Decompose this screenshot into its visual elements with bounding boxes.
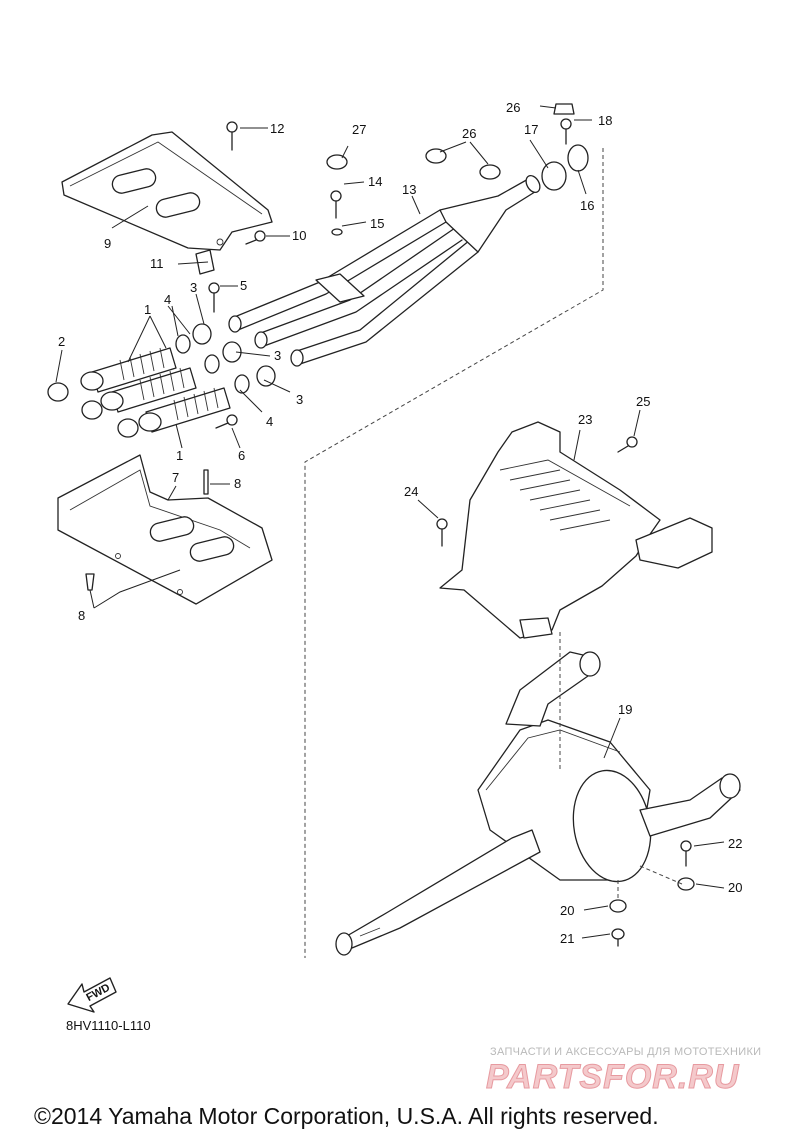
- callout-21: 21: [560, 931, 574, 946]
- assembly-boundary: [304, 148, 604, 958]
- bolt-24: [436, 518, 448, 547]
- grommet-20b: [609, 899, 627, 913]
- callout-12: 12: [270, 121, 284, 136]
- callout-13: 13: [402, 182, 416, 197]
- callout-25: 25: [636, 394, 650, 409]
- bolt-5: [208, 282, 220, 313]
- callout-24: 24: [404, 484, 418, 499]
- callout-7: 7: [172, 470, 179, 485]
- grommet-20a: [677, 877, 695, 891]
- callout-27: 27: [352, 122, 366, 137]
- bolt-22: [680, 840, 692, 867]
- clamp-17: [541, 161, 567, 191]
- callout-11: 11: [150, 256, 164, 271]
- muffler: [335, 651, 741, 956]
- callout-20b: 20: [728, 880, 742, 895]
- bolt-10: [245, 230, 266, 245]
- callout-16: 16: [580, 198, 594, 213]
- callout-17: 17: [524, 122, 538, 137]
- collar-21: [611, 928, 625, 947]
- rivet-8b: [85, 573, 95, 591]
- watermark: ЗАПЧАСТИ И АКСЕССУАРЫ ДЛЯ МОТОТЕХНИКИ PA…: [486, 1046, 762, 1097]
- callout-3c: 3: [296, 392, 303, 407]
- bolt-12: [226, 121, 238, 151]
- callout-1a: 1: [144, 302, 151, 317]
- washer-15: [331, 228, 343, 236]
- copyright-notice: ©2014 Yamaha Motor Corporation, U.S.A. A…: [34, 1103, 659, 1129]
- callout-20a: 20: [560, 903, 574, 918]
- bolt-18: [560, 118, 572, 145]
- callout-8b: 8: [78, 608, 85, 623]
- callout-labels: 12 10 11 9 5 27 14 15 13 26 17 26 18 16 …: [58, 100, 742, 946]
- callout-23: 23: [578, 412, 592, 427]
- watermark-logo: PARTSFOR.RU: [486, 1058, 740, 1096]
- callout-9: 9: [104, 236, 111, 251]
- callout-4b: 4: [266, 414, 273, 429]
- callout-22: 22: [728, 836, 742, 851]
- callout-3a: 3: [190, 280, 197, 295]
- muffler-cover: [439, 421, 713, 639]
- grommet-26b: [553, 103, 575, 115]
- bolt-6: [215, 414, 238, 429]
- callout-5: 5: [240, 278, 247, 293]
- exhaust-pipe-assembly: [228, 174, 541, 367]
- callout-2: 2: [58, 334, 65, 349]
- bolt-25: [617, 436, 638, 453]
- diagram-code: 8HV1110-L110: [66, 1018, 151, 1033]
- grommet-27: [326, 154, 348, 170]
- heat-protector-upper: [61, 131, 273, 275]
- watermark-tagline: ЗАПЧАСТИ И АКСЕССУАРЫ ДЛЯ МОТОТЕХНИКИ: [490, 1046, 761, 1058]
- heat-protector-lower: [57, 454, 273, 605]
- bolt-14: [330, 190, 342, 219]
- callout-4a: 4: [164, 292, 171, 307]
- callout-3b: 3: [274, 348, 281, 363]
- callout-26a: 26: [506, 100, 520, 115]
- callout-14: 14: [368, 174, 382, 189]
- gasket-16: [567, 144, 589, 172]
- callout-10: 10: [292, 228, 306, 243]
- fwd-arrow-icon: FWD: [67, 977, 117, 1013]
- callout-19: 19: [618, 702, 632, 717]
- grommet-26a: [425, 148, 501, 180]
- leader-lines: [55, 105, 725, 939]
- callout-1b: 1: [176, 448, 183, 463]
- hardware: [85, 103, 695, 947]
- callout-6: 6: [238, 448, 245, 463]
- callout-18: 18: [598, 113, 612, 128]
- flex-pipe-set: [47, 323, 276, 438]
- callout-8a: 8: [234, 476, 241, 491]
- callout-26b: 26: [462, 126, 476, 141]
- callout-15: 15: [370, 216, 384, 231]
- rivet-8a: [203, 469, 209, 495]
